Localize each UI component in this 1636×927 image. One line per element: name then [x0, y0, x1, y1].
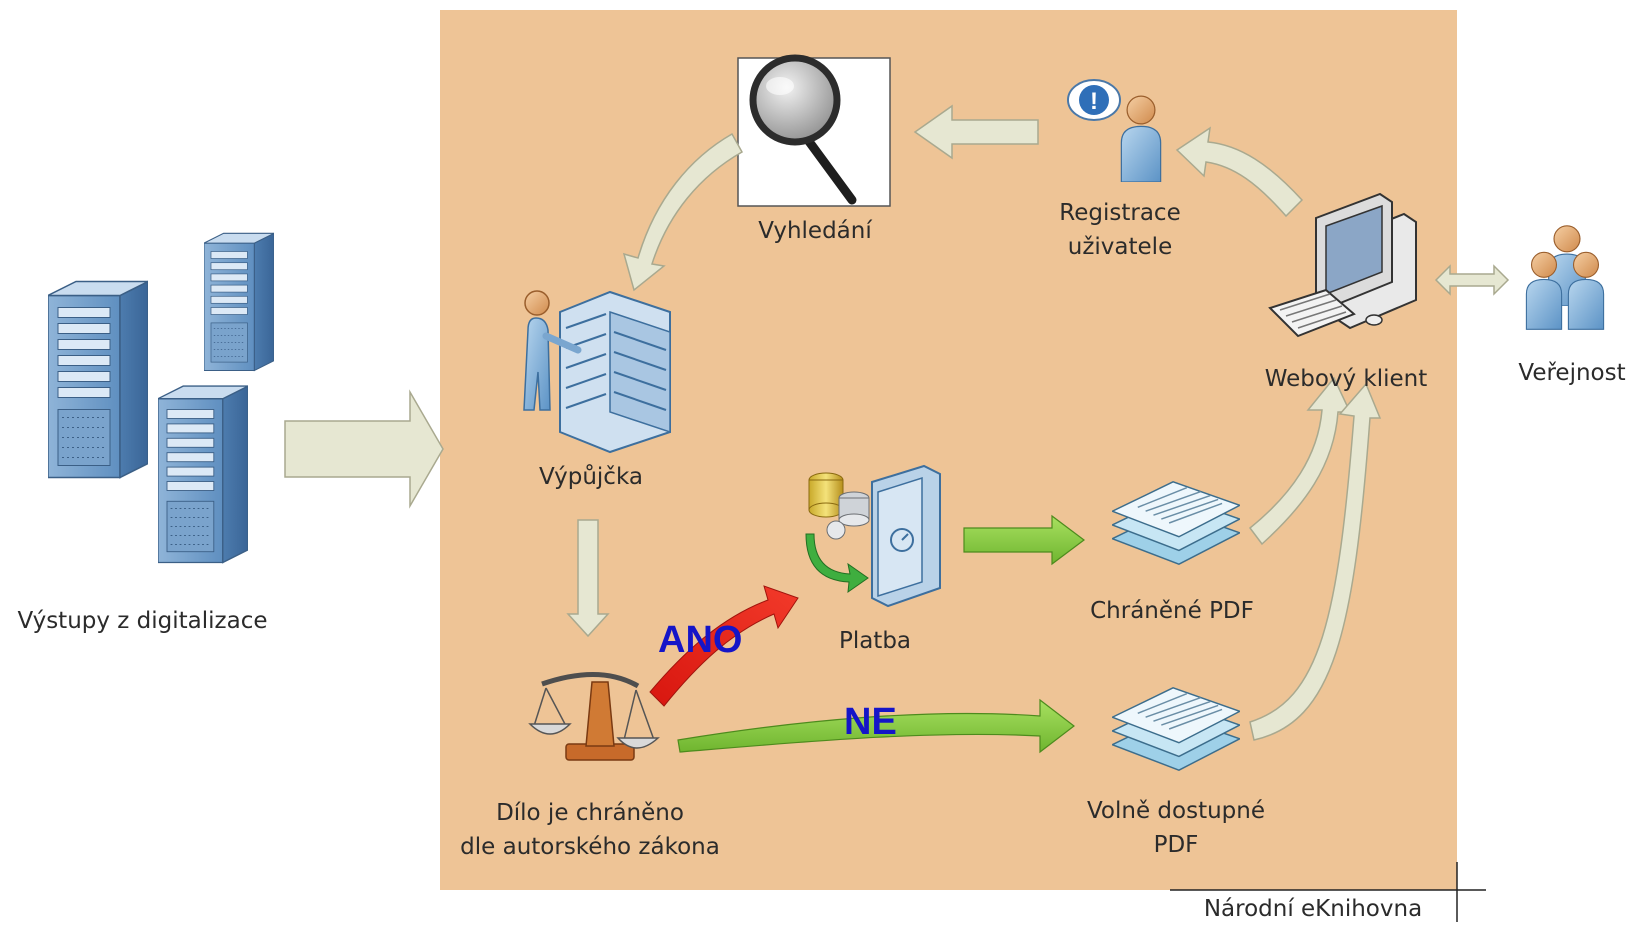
label-vypujcka: Výpůjčka	[539, 464, 643, 490]
librarian-shelf-icon	[523, 290, 671, 454]
label-volne-line1: Volně dostupné	[1086, 798, 1266, 824]
arrow-klient-verejnost	[1434, 264, 1510, 296]
svg-text:!: !	[1090, 88, 1098, 115]
arrow-chranene-to-klient	[1248, 376, 1352, 546]
label-webovy-klient: Webový klient	[1264, 366, 1428, 392]
computer-icon	[1268, 192, 1417, 338]
label-verejnost: Veřejnost	[1518, 360, 1626, 386]
label-dilo-line1: Dílo je chráněno	[496, 800, 684, 826]
input-arrow	[284, 389, 444, 509]
ne-arrow	[677, 698, 1075, 754]
magnifier-icon	[737, 54, 891, 207]
user-question-icon: !	[1067, 79, 1162, 182]
label-vystupy: Výstupy z digitalizace	[17, 608, 268, 634]
arrow-volne-to-klient	[1249, 382, 1382, 741]
server-icon	[48, 232, 274, 564]
arrow-vypujcka-to-dilo	[566, 519, 610, 638]
ano-label: ANO	[658, 619, 743, 661]
arrow-registrace-to-vyhledani	[913, 104, 1039, 160]
arrow-vyhledani-to-vypujcka	[622, 132, 744, 292]
label-registrace-line1: Registrace	[1059, 200, 1181, 226]
label-dilo-line2: dle autorského zákona	[460, 834, 720, 860]
users-group-icon	[1525, 225, 1605, 330]
label-narodni-eknihovna: Národní eKnihovna	[1203, 896, 1423, 922]
label-platba: Platba	[838, 628, 912, 654]
arrow-klient-to-registrace	[1175, 126, 1304, 218]
label-volne-line2: PDF	[1153, 832, 1199, 858]
safe-coins-icon	[805, 464, 941, 608]
scales-icon	[528, 671, 660, 761]
ne-label: NE	[844, 701, 897, 743]
arrow-platba-to-chranene	[963, 514, 1085, 566]
label-chranene-pdf: Chráněné PDF	[1090, 598, 1254, 624]
ano-arrow	[649, 585, 799, 707]
label-registrace-line2: uživatele	[1067, 234, 1173, 260]
label-vyhledani: Vyhledání	[758, 218, 872, 244]
